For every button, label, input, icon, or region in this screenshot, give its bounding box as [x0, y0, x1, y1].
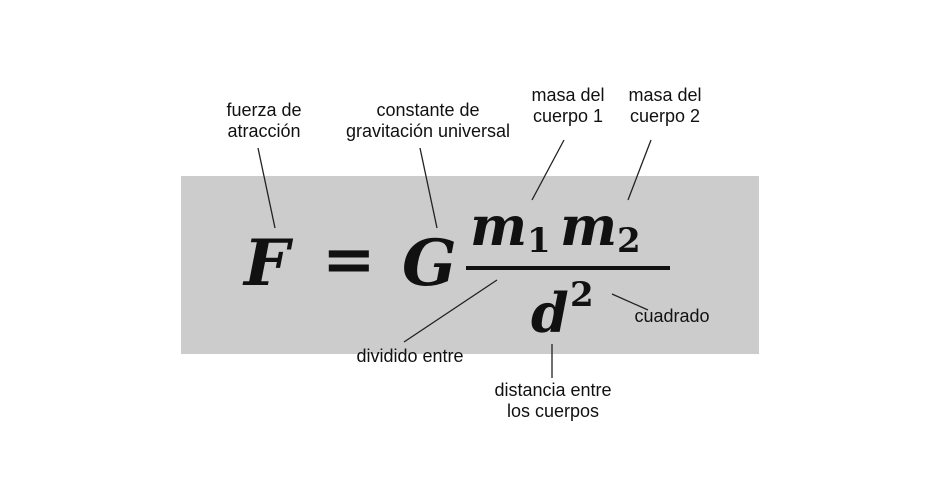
leader-masa-1 [531, 139, 565, 201]
mass-2-symbol: m [560, 194, 618, 258]
label-constante: constante de gravitación universal [345, 100, 511, 141]
label-fuerza: fuerza de atracción [226, 100, 302, 141]
leader-dividido [403, 279, 498, 343]
equals-sign: = [322, 222, 376, 297]
gravitational-constant-symbol: G [402, 226, 457, 301]
fraction-bar [466, 266, 670, 270]
label-dividido: dividido entre [356, 346, 464, 366]
mass-1-subscript: 1 [527, 221, 551, 261]
distance-exponent: 2 [570, 275, 594, 315]
label-cuadrado: cuadrado [634, 306, 710, 326]
formula-box [181, 176, 759, 354]
mass-2-subscript: 2 [617, 221, 641, 261]
label-masa-1: masa del cuerpo 1 [531, 85, 605, 126]
label-masa-2: masa del cuerpo 2 [628, 85, 702, 126]
label-distancia: distancia entre los cuerpos [494, 380, 612, 421]
leader-fuerza [257, 147, 276, 229]
mass-1-symbol: m [470, 194, 528, 258]
leader-constante [419, 147, 438, 229]
distance-symbol: d [531, 281, 569, 345]
leader-masa-2 [627, 139, 652, 201]
leader-cuadrado [611, 293, 649, 311]
force-symbol: F [244, 226, 290, 301]
